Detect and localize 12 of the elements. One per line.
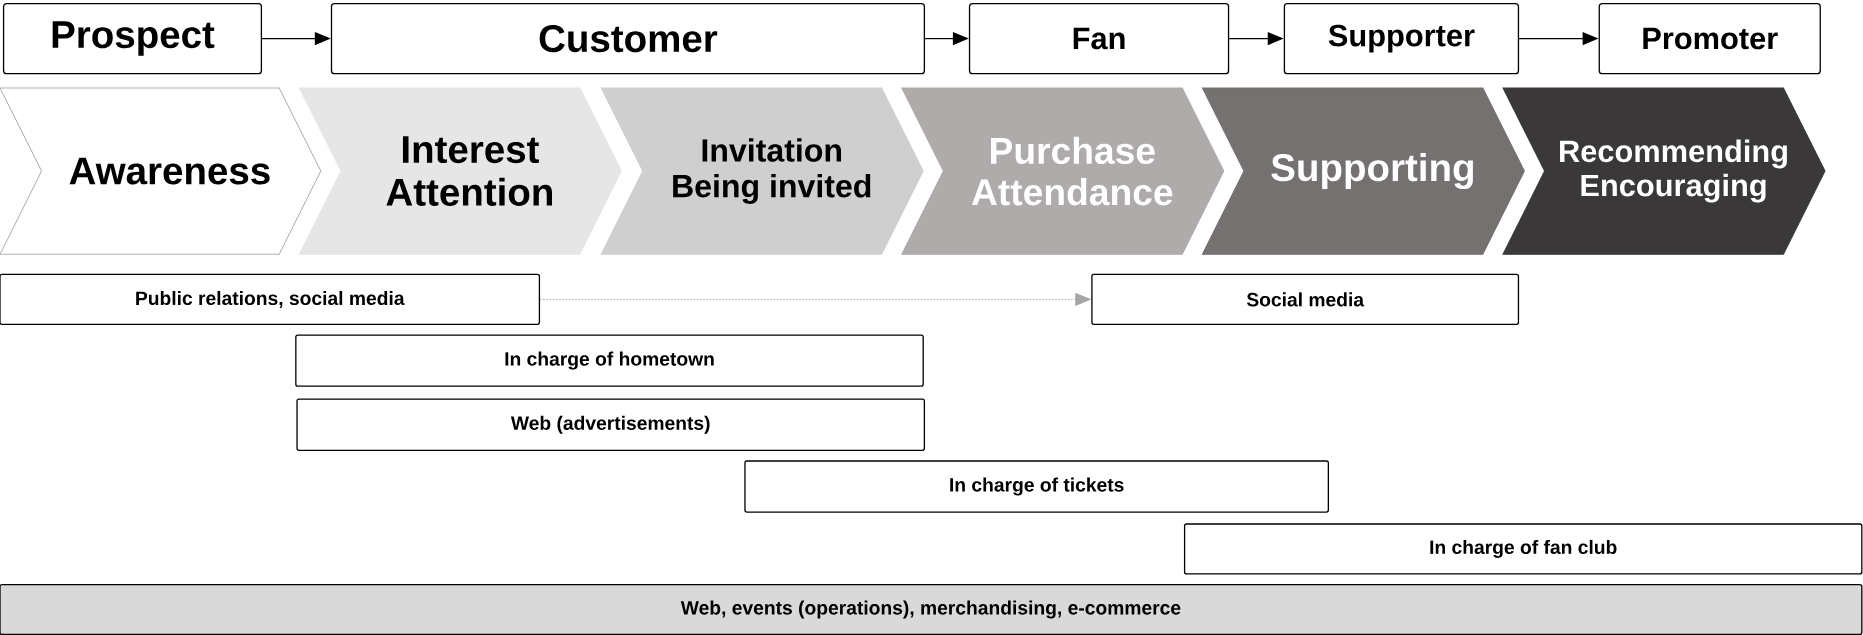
stage-box: Customer: [330, 2, 926, 75]
channel-bar: Public relations, social media: [0, 273, 541, 325]
channel-bar: In charge of hometown: [295, 334, 924, 387]
stage-box: Prospect: [2, 2, 263, 75]
stage-box: Promoter: [1598, 2, 1821, 75]
channel-bar: Web (advertisements): [296, 398, 926, 451]
channel-bar: In charge of tickets: [744, 460, 1329, 513]
stage-box: Supporter: [1283, 2, 1520, 75]
stage-box: Fan: [968, 2, 1230, 75]
channel-bar: Web, events (operations), merchandising, e-commerce: [0, 583, 1863, 635]
channel-bar: In charge of fan club: [1183, 523, 1863, 575]
channel-bar: Social media: [1091, 273, 1520, 325]
